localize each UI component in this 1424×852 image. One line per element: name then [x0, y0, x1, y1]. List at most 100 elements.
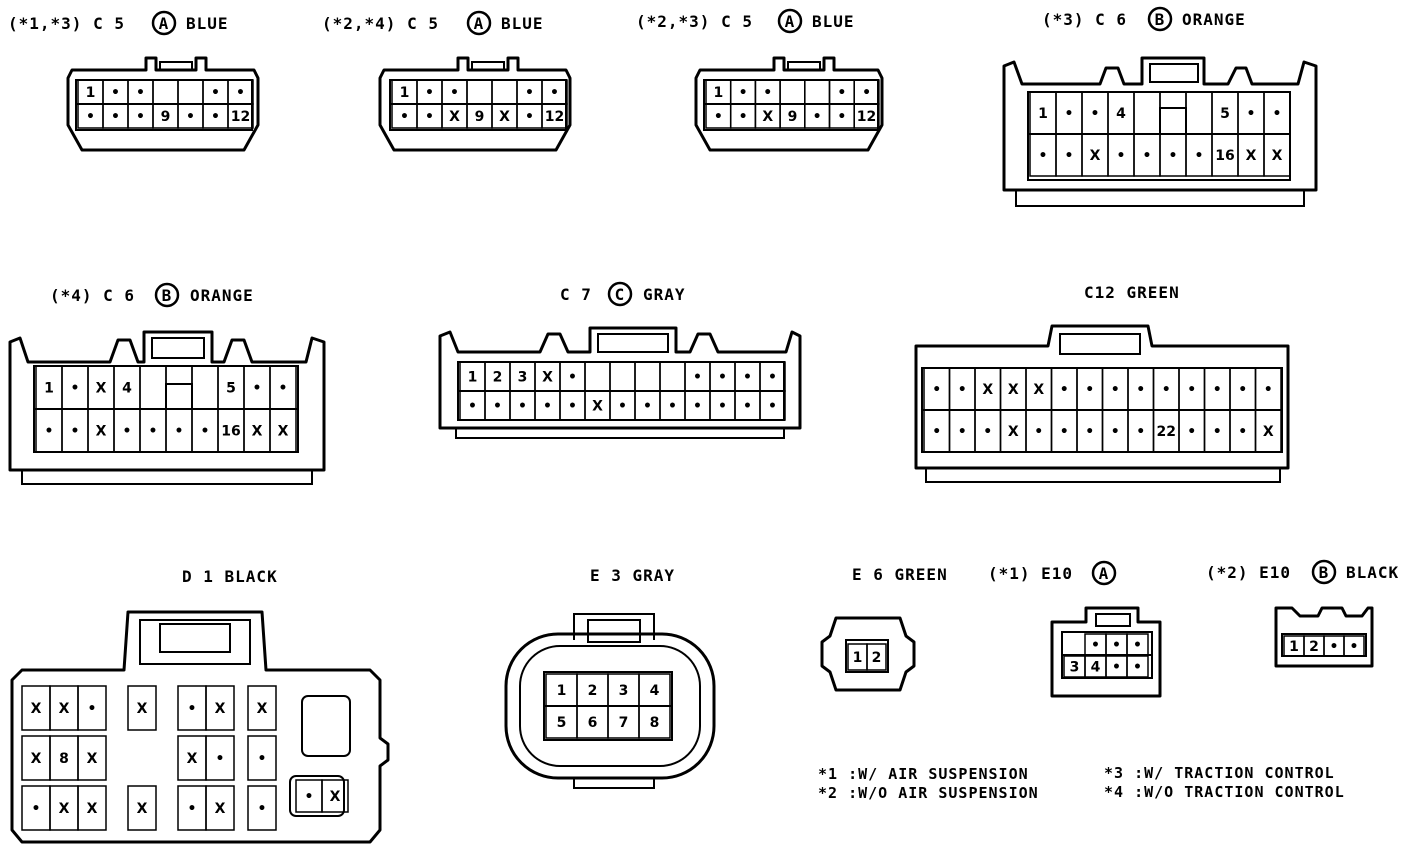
pin-label: • — [1162, 382, 1171, 398]
pin-label: X — [1033, 382, 1044, 398]
pin-label: X — [592, 399, 603, 415]
variant-letter: C — [615, 285, 626, 304]
pin-label: • — [693, 399, 702, 415]
pin-label: X — [982, 382, 993, 398]
pin-label: X — [1008, 424, 1019, 440]
pin-label: X — [1263, 424, 1274, 440]
pin-label: • — [1195, 148, 1204, 164]
pin-label: • — [1273, 106, 1282, 122]
variant-letter: B — [1155, 10, 1166, 29]
pin-label: • — [111, 85, 120, 101]
pin-cell — [205, 685, 235, 731]
pin-label: • — [45, 424, 54, 440]
pin-label: • — [175, 424, 184, 440]
pin-label: X — [96, 424, 107, 440]
pin-label: X — [278, 424, 289, 440]
pin-label: • — [958, 424, 967, 440]
pin-label: X — [762, 109, 773, 125]
pin-label: • — [1350, 639, 1359, 655]
pin-label: 12 — [231, 109, 250, 125]
connector-prefix: (*3) C 6 — [1042, 10, 1127, 29]
pin-label: • — [1065, 148, 1074, 164]
pin-label: • — [1143, 148, 1152, 164]
pin-label: • — [1091, 106, 1100, 122]
pin-label: X — [87, 751, 98, 767]
pin-cell — [779, 79, 806, 105]
variant-circle — [777, 8, 803, 34]
pin-label: • — [739, 85, 748, 101]
pin-label: • — [1187, 382, 1196, 398]
pin-label: 1 — [853, 650, 863, 666]
pin-label: • — [136, 109, 145, 125]
pin-label: 1 — [1038, 106, 1048, 122]
pin-cell — [804, 79, 831, 105]
pin-label: • — [568, 370, 577, 386]
pin-cell — [634, 361, 661, 392]
pin-label: • — [568, 399, 577, 415]
pin-label: • — [258, 751, 267, 767]
pin-label: • — [837, 109, 846, 125]
pin-label: • — [32, 801, 41, 817]
variant-letter: A — [785, 12, 796, 31]
variant-circle — [1147, 6, 1173, 32]
pin-label: X — [215, 701, 226, 717]
pin-label: 4 — [1116, 106, 1126, 122]
pin-cell — [866, 643, 887, 671]
connector-label: E 6 GREEN — [852, 565, 948, 584]
pin-cell — [584, 361, 611, 392]
pin-label: • — [739, 109, 748, 125]
pin-label: • — [88, 701, 97, 717]
pin-label: • — [1065, 106, 1074, 122]
pin-label: X — [1008, 382, 1019, 398]
connector-prefix: (*1,*3) C 5 — [8, 14, 125, 33]
pin-label: X — [96, 381, 107, 397]
pin-cell — [165, 365, 193, 410]
pin-cell — [466, 79, 493, 105]
pin-label: • — [1117, 148, 1126, 164]
variant-letter: B — [1319, 563, 1330, 582]
pin-cell — [77, 785, 107, 831]
variant-letter: A — [474, 14, 485, 33]
footnote-2: *2 :W/O AIR SUSPENSION — [818, 784, 1039, 802]
connector-label: D 1 BLACK — [182, 567, 278, 586]
pin-cell — [139, 365, 167, 410]
pin-label: • — [618, 399, 627, 415]
pin-label: • — [1060, 382, 1069, 398]
pin-label: 5 — [226, 381, 236, 397]
variant-circle — [1091, 560, 1117, 586]
pin-label: • — [763, 85, 772, 101]
pin-label: • — [425, 109, 434, 125]
pin-label: • — [86, 109, 95, 125]
pin-label: • — [111, 109, 120, 125]
connector-prefix: (*2,*3) C 5 — [636, 12, 753, 31]
pin-label: • — [253, 381, 262, 397]
pin-label: • — [718, 370, 727, 386]
footnote-4: *4 :W/O TRACTION CONTROL — [1104, 783, 1345, 801]
pin-label: • — [1238, 424, 1247, 440]
pin-cell — [1126, 633, 1149, 656]
pin-label: 4 — [650, 683, 660, 699]
connector-color: GRAY — [643, 285, 686, 304]
pin-label: X — [31, 751, 42, 767]
pin-label: • — [211, 85, 220, 101]
connector-prefix: (*2,*4) C 5 — [322, 14, 439, 33]
footnotes: *1 :W/ AIR SUSPENSION *2 :W/O AIR SUSPEN… — [818, 764, 1345, 802]
pin-label: • — [1111, 424, 1120, 440]
pin-label: 1 — [44, 381, 54, 397]
pin-cell — [205, 785, 235, 831]
pin-label: • — [211, 109, 220, 125]
pin-label: • — [862, 85, 871, 101]
pin-label: X — [542, 370, 553, 386]
pin-cell — [541, 103, 568, 129]
